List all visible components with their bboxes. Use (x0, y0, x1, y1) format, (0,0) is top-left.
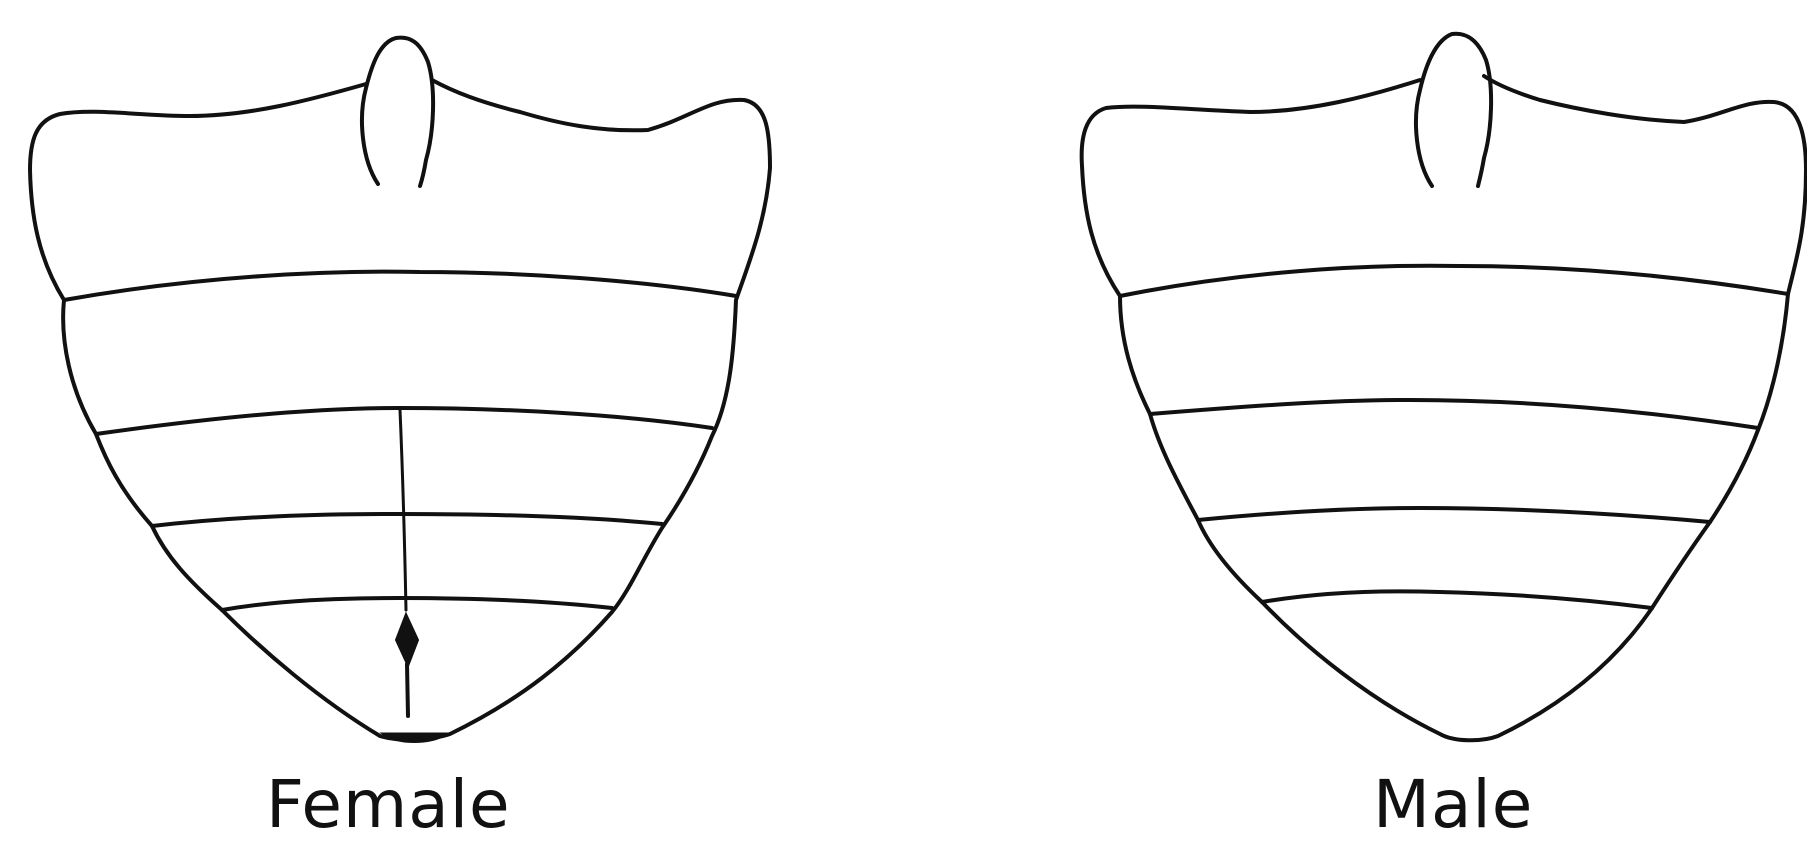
female-segment-line-2 (96, 408, 712, 434)
male-body-outline (1082, 76, 1806, 740)
female-stalk (362, 38, 433, 186)
male-segment-line-1 (1120, 266, 1788, 296)
female-abdomen (30, 38, 770, 742)
female-midline (400, 410, 406, 610)
male-segment-line-4 (1262, 591, 1652, 608)
female-ovipositor-mark (396, 614, 418, 666)
male-stalk (1416, 34, 1491, 186)
female-segment-line-1 (64, 272, 736, 300)
female-segment-line-4 (222, 598, 612, 610)
male-label: Male (1373, 772, 1533, 838)
female-label: Female (266, 772, 511, 838)
female-ovipositor-tail (407, 664, 408, 716)
male-abdomen (1082, 34, 1806, 741)
female-segment-line-3 (152, 514, 662, 526)
male-segment-line-3 (1198, 508, 1710, 522)
male-segment-line-2 (1150, 400, 1758, 428)
